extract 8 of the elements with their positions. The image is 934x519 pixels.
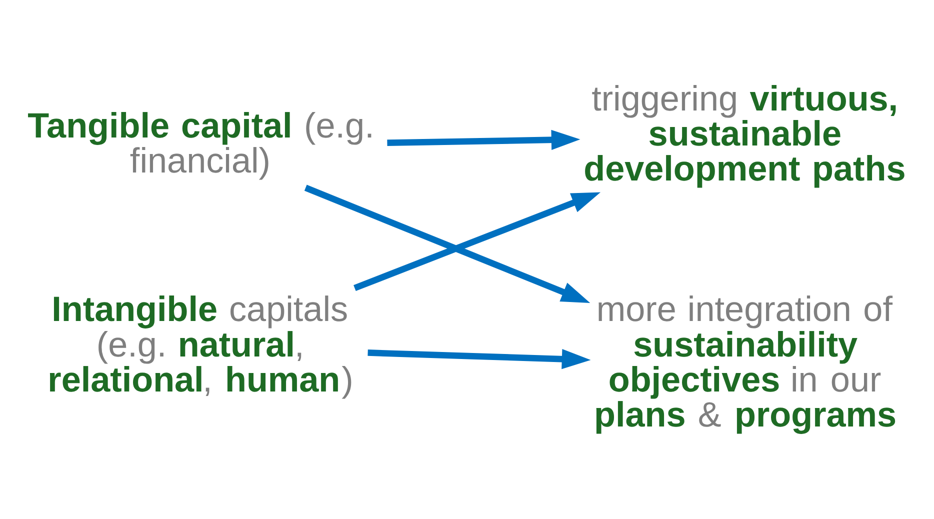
node-text: more integration of sustainability objectives in our plans & programs xyxy=(594,290,897,435)
arrow xyxy=(368,348,591,370)
node-text: Intangible capitals (e.g. natural, relational, human) xyxy=(48,290,354,400)
arrow xyxy=(304,184,590,303)
arrow xyxy=(387,130,580,150)
arrow xyxy=(354,192,601,292)
node-text: Tangible capital (e.g. financial) xyxy=(28,106,374,181)
node-text: triggering virtuous, sustainable development paths xyxy=(584,79,906,189)
